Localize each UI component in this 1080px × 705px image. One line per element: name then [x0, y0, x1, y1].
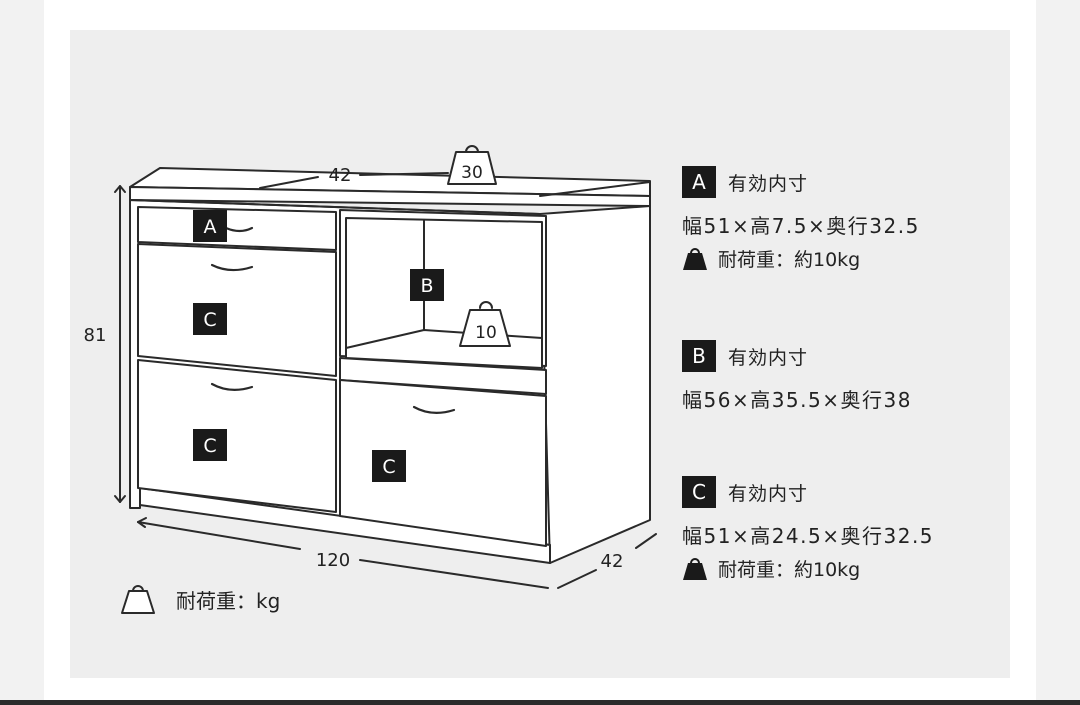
badge-c-1-label: C [203, 309, 216, 331]
shelf-load-value: 10 [475, 323, 497, 343]
badge-a-label: A [204, 216, 217, 238]
badge-c-2 [193, 429, 227, 461]
spec-b: B 有効内寸 幅56×高35.5×奥行38 [682, 340, 912, 413]
weight-icon [683, 557, 707, 580]
weight-outline-icon [121, 585, 155, 614]
badge-c-3 [372, 450, 406, 482]
spec-a-dimensions: 幅51×高7.5×奥行32.5 [682, 214, 920, 238]
spec-b-dimensions: 幅56×高35.5×奥行38 [682, 388, 912, 412]
spec-b-title: 有効内寸 [728, 346, 809, 369]
badge-c-3-label: C [382, 456, 395, 478]
spec-c-title: 有効内寸 [728, 482, 809, 505]
top-depth-value: 42 [329, 165, 352, 186]
top-depth-dimension [259, 172, 449, 189]
badge-c-1 [193, 303, 227, 335]
open-shelf [339, 209, 547, 395]
spec-a: A 有効内寸 幅51×高7.5×奥行32.5 耐荷重：約10kg [682, 166, 920, 272]
legend-text: 耐荷重：kg [176, 588, 281, 613]
left-drawers [137, 206, 337, 513]
bottom-divider [0, 700, 1080, 705]
width-dimension [137, 517, 549, 589]
right-drawer [339, 379, 547, 547]
spec-a-load: 耐荷重：約10kg [718, 249, 861, 271]
load-legend: 耐荷重：kg [120, 583, 280, 615]
badge-b [410, 269, 444, 301]
width-value: 120 [316, 550, 350, 571]
spec-c-load: 耐荷重：約10kg [718, 559, 861, 581]
spec-b-badge: B [682, 340, 716, 372]
top-load-weight-icon [447, 145, 497, 185]
shelf-load-weight-icon [459, 301, 511, 347]
spec-a-badge: A [682, 166, 716, 198]
weight-icon [683, 247, 707, 270]
height-value: 81 [84, 325, 107, 346]
depth-value: 42 [601, 551, 624, 572]
spec-a-title: 有効内寸 [728, 172, 809, 195]
badge-c-2-label: C [203, 435, 216, 457]
spec-c: C 有効内寸 幅51×高24.5×奥行32.5 耐荷重：約10kg [682, 476, 934, 582]
badge-a [193, 210, 227, 242]
spec-c-dimensions: 幅51×高24.5×奥行32.5 [682, 524, 935, 548]
top-load-value: 30 [461, 163, 483, 183]
depth-dimension [557, 533, 657, 589]
drawer-handles [210, 226, 456, 414]
spec-c-badge: C [682, 476, 716, 508]
height-dimension [114, 185, 126, 503]
badge-b-label: B [420, 275, 433, 297]
